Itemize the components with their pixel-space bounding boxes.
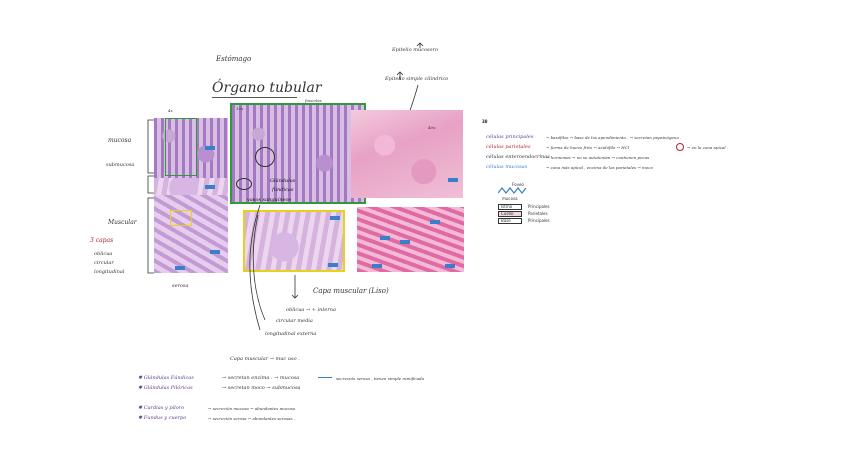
label-muscular: Muscular — [108, 219, 137, 226]
cell-enteroendocrinas: células enteroendocrinas — [486, 154, 550, 160]
legend-val-2: Parietales — [528, 211, 548, 216]
scale-marker — [372, 264, 382, 268]
mag-label-40x: 40x — [428, 125, 436, 130]
histology-muscular-4x — [154, 195, 228, 273]
label-3-capas: 3 capas — [90, 237, 114, 244]
label-submucosa: submucosa — [106, 162, 135, 168]
gland-legend: Foveo mucosa Istmo Cuello Base Principal… — [498, 182, 550, 230]
label-vasos: vasos sanguíneos — [247, 197, 292, 203]
label-glandulas: Glándulas — [270, 178, 296, 184]
legend-val-1: Principales — [528, 204, 550, 209]
legend-title: Foveo — [512, 182, 524, 187]
scale-marker — [445, 264, 455, 268]
note-capa-muscular: Capa muscular → muc uso . — [230, 356, 300, 362]
cell-mucosas-desc: → zona más apical , encima de las pariet… — [546, 165, 653, 170]
scale-marker — [330, 216, 340, 220]
green-highlight-box — [165, 118, 197, 176]
muscle-title: Capa muscular (Liso) — [313, 287, 389, 295]
right-notes-header: 38 — [482, 119, 488, 124]
stomach-tag: Estómago — [216, 55, 252, 63]
legend-row-base — [498, 218, 522, 224]
note-piloricas-desc: → secretan moco → submucosa — [222, 385, 301, 391]
note-glandulas-pilorica: ✱ Glándulas Pilóricas — [138, 385, 193, 391]
note-fundus-cuerpo: ✱ Fundus y cuerpo — [138, 415, 187, 421]
muscle-item-longitudinal: longitudinal externa — [265, 331, 317, 337]
cell-enteroendocrinas-desc: → hormonas → no se autotenían → contiene… — [546, 155, 650, 160]
histology-muscle-circular — [243, 210, 345, 272]
note-cardias-piloro: ✱ Cardias y píloro — [138, 405, 185, 411]
scale-marker — [205, 146, 215, 150]
cell-mucosas: células mucosas — [486, 164, 528, 170]
scale-marker — [400, 240, 410, 244]
muscle-item-circular: circular media — [276, 318, 313, 324]
histology-mucosa-4x — [154, 118, 228, 178]
note-fundicas-desc2: secreción serosa , tienen simple ramific… — [336, 376, 424, 381]
muscle-arrows — [249, 204, 299, 331]
scale-marker — [328, 263, 338, 267]
label-fundicas: fúndicas — [272, 187, 294, 193]
yellow-highlight-box — [170, 210, 192, 226]
scale-marker — [205, 185, 215, 189]
cell-parietales: células parietales — [486, 144, 531, 150]
side-brackets — [147, 119, 154, 274]
histology-mucosa-10x — [230, 103, 366, 204]
page-title: Órgano tubular — [212, 80, 322, 96]
top-label-epitelio-mucoso: Epitelio mucosoro — [392, 47, 438, 53]
note-cardias-desc: → secreción mucosa → abundantes mucosa — [208, 406, 296, 411]
title-underline — [212, 97, 297, 98]
label-mucosa: mucosa — [108, 137, 132, 144]
label-capa-longitudinal: longitudinal — [94, 269, 125, 275]
scale-marker — [430, 220, 440, 224]
scale-marker — [175, 266, 185, 270]
cell-parietales-desc: → forma de huevo frito → acidófilo → HCl — [546, 145, 630, 150]
legend-row-istmo — [498, 204, 522, 210]
legend-istmo: Istmo — [501, 204, 513, 209]
cell-principales: células principales — [486, 134, 534, 140]
label-capa-circular: circular — [94, 260, 114, 266]
label-foveolas: foveolas — [305, 98, 322, 103]
legend-row-cuello — [498, 211, 522, 217]
scale-marker — [210, 250, 220, 254]
cell-parietales-desc2: → en la zona apical . — [687, 145, 729, 150]
gland-circle-annotation — [255, 147, 275, 167]
mag-label-10x: 10x — [236, 106, 244, 111]
mag-label-4x: 4x — [168, 108, 173, 113]
scale-marker — [448, 178, 458, 182]
top-label-epitelio-simple: Epitelio simple cilindrico — [385, 76, 449, 82]
foveola-wave-icon — [498, 187, 527, 194]
note-fundicas-desc: → secretan enzima . → mucosa — [222, 375, 300, 381]
label-capa-oblicua: oblicua — [94, 251, 113, 257]
legend-subtitle: mucosa — [502, 196, 518, 201]
vessel-circle-annotation — [236, 178, 252, 190]
muscle-item-oblicua: oblicua → + interna — [286, 307, 336, 313]
legend-val-3: Principales — [528, 218, 550, 223]
plus-circle-icon — [676, 143, 684, 151]
cell-principales-desc: → basófilos → base de los apendimiento .… — [546, 135, 682, 140]
histology-epithelium-40x — [351, 110, 463, 198]
note-glandulas-fundicas: ✱ Glándulas Fúndicas — [138, 375, 194, 381]
label-serosa: serosa — [172, 283, 189, 289]
blue-arrow — [318, 377, 332, 378]
scale-marker — [380, 236, 390, 240]
histology-muscle-longitudinal — [357, 207, 464, 272]
legend-cuello: Cuello — [501, 211, 514, 216]
note-fundus-desc: → secreción serosa → abundantes serosas … — [208, 416, 296, 421]
legend-base: Base — [501, 218, 511, 223]
histology-submucosa-4x — [154, 178, 228, 195]
